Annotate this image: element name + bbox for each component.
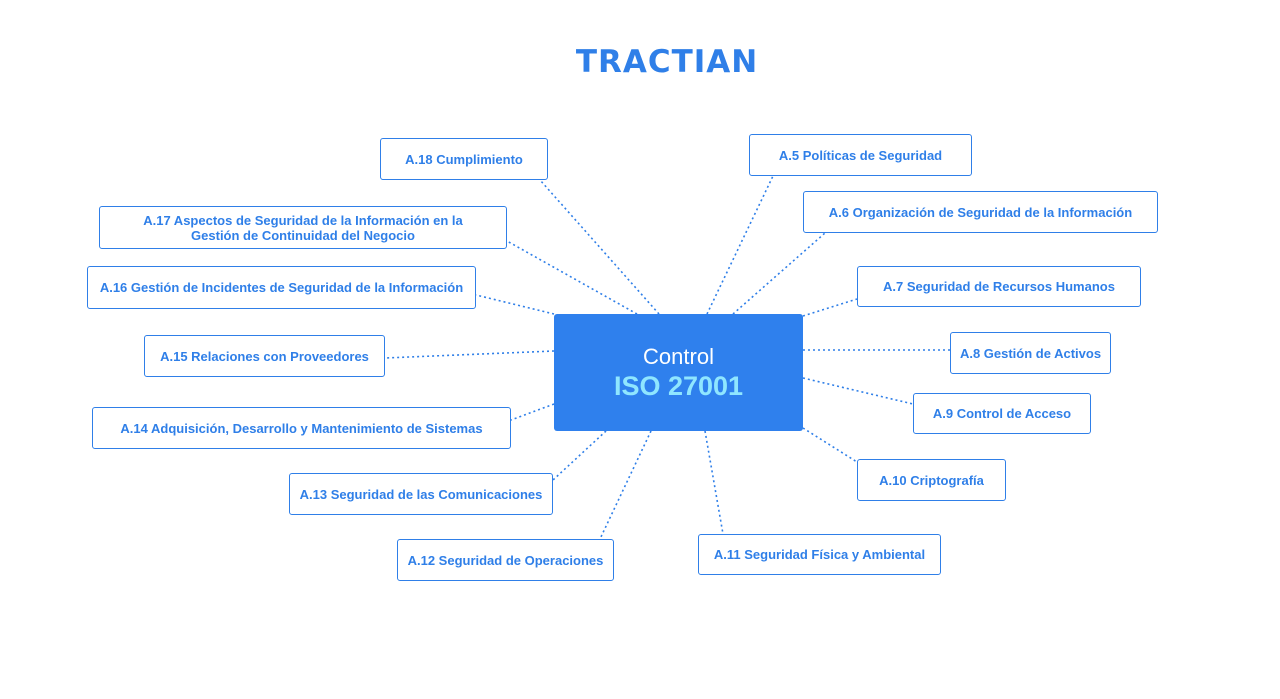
- control-a6: A.6 Organización de Seguridad de la Info…: [803, 191, 1158, 233]
- control-a9: A.9 Control de Acceso: [913, 393, 1091, 434]
- control-a18: A.18 Cumplimiento: [380, 138, 548, 180]
- connector-a18: [539, 179, 660, 315]
- control-a5: A.5 Políticas de Seguridad: [749, 134, 972, 176]
- connector-a12: [599, 430, 652, 540]
- control-a11: A.11 Seguridad Física y Ambiental: [698, 534, 941, 575]
- control-a15: A.15 Relaciones con Proveedores: [144, 335, 385, 377]
- control-a14: A.14 Adquisición, Desarrollo y Mantenimi…: [92, 407, 511, 449]
- tractian-logo: TRACTIAN: [575, 44, 759, 80]
- connector-a10: [802, 427, 858, 463]
- connector-a6: [732, 232, 826, 315]
- connector-a7: [802, 298, 858, 317]
- connector-a11: [704, 430, 724, 535]
- connector-a15: [384, 350, 555, 359]
- central-node-subtitle: ISO 27001: [613, 370, 744, 401]
- connector-a5: [706, 175, 774, 315]
- connector-a17: [506, 240, 638, 315]
- control-a16: A.16 Gestión de Incidentes de Seguridad …: [87, 266, 476, 309]
- connector-a13: [552, 430, 607, 481]
- central-node: Control ISO 27001: [554, 314, 803, 431]
- control-a10: A.10 Criptografía: [857, 459, 1006, 501]
- control-a7: A.7 Seguridad de Recursos Humanos: [857, 266, 1141, 307]
- control-a12: A.12 Seguridad de Operaciones: [397, 539, 614, 581]
- connector-a16: [475, 294, 555, 315]
- control-a17: A.17 Aspectos de Seguridad de la Informa…: [99, 206, 507, 249]
- central-node-title: Control: [643, 343, 714, 369]
- connector-a9: [802, 377, 914, 405]
- control-a8: A.8 Gestión de Activos: [950, 332, 1111, 374]
- connector-a14: [510, 403, 555, 421]
- control-a13: A.13 Seguridad de las Comunicaciones: [289, 473, 553, 515]
